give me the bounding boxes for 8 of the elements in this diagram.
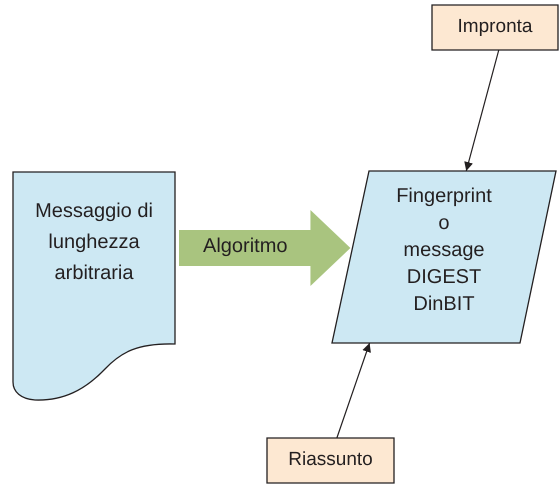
node-text: Impronta: [458, 15, 532, 39]
node-text: Messaggio di lunghezza arbitraria: [34, 199, 154, 286]
arrow: [464, 50, 500, 172]
node-text: Fingerprint o message DIGEST DinBIT: [396, 184, 492, 317]
node-text: Riassunto: [288, 448, 373, 472]
edge-label: Algoritmo: [203, 235, 288, 258]
arrow: [336, 342, 371, 438]
block-arrow: [179, 210, 350, 286]
